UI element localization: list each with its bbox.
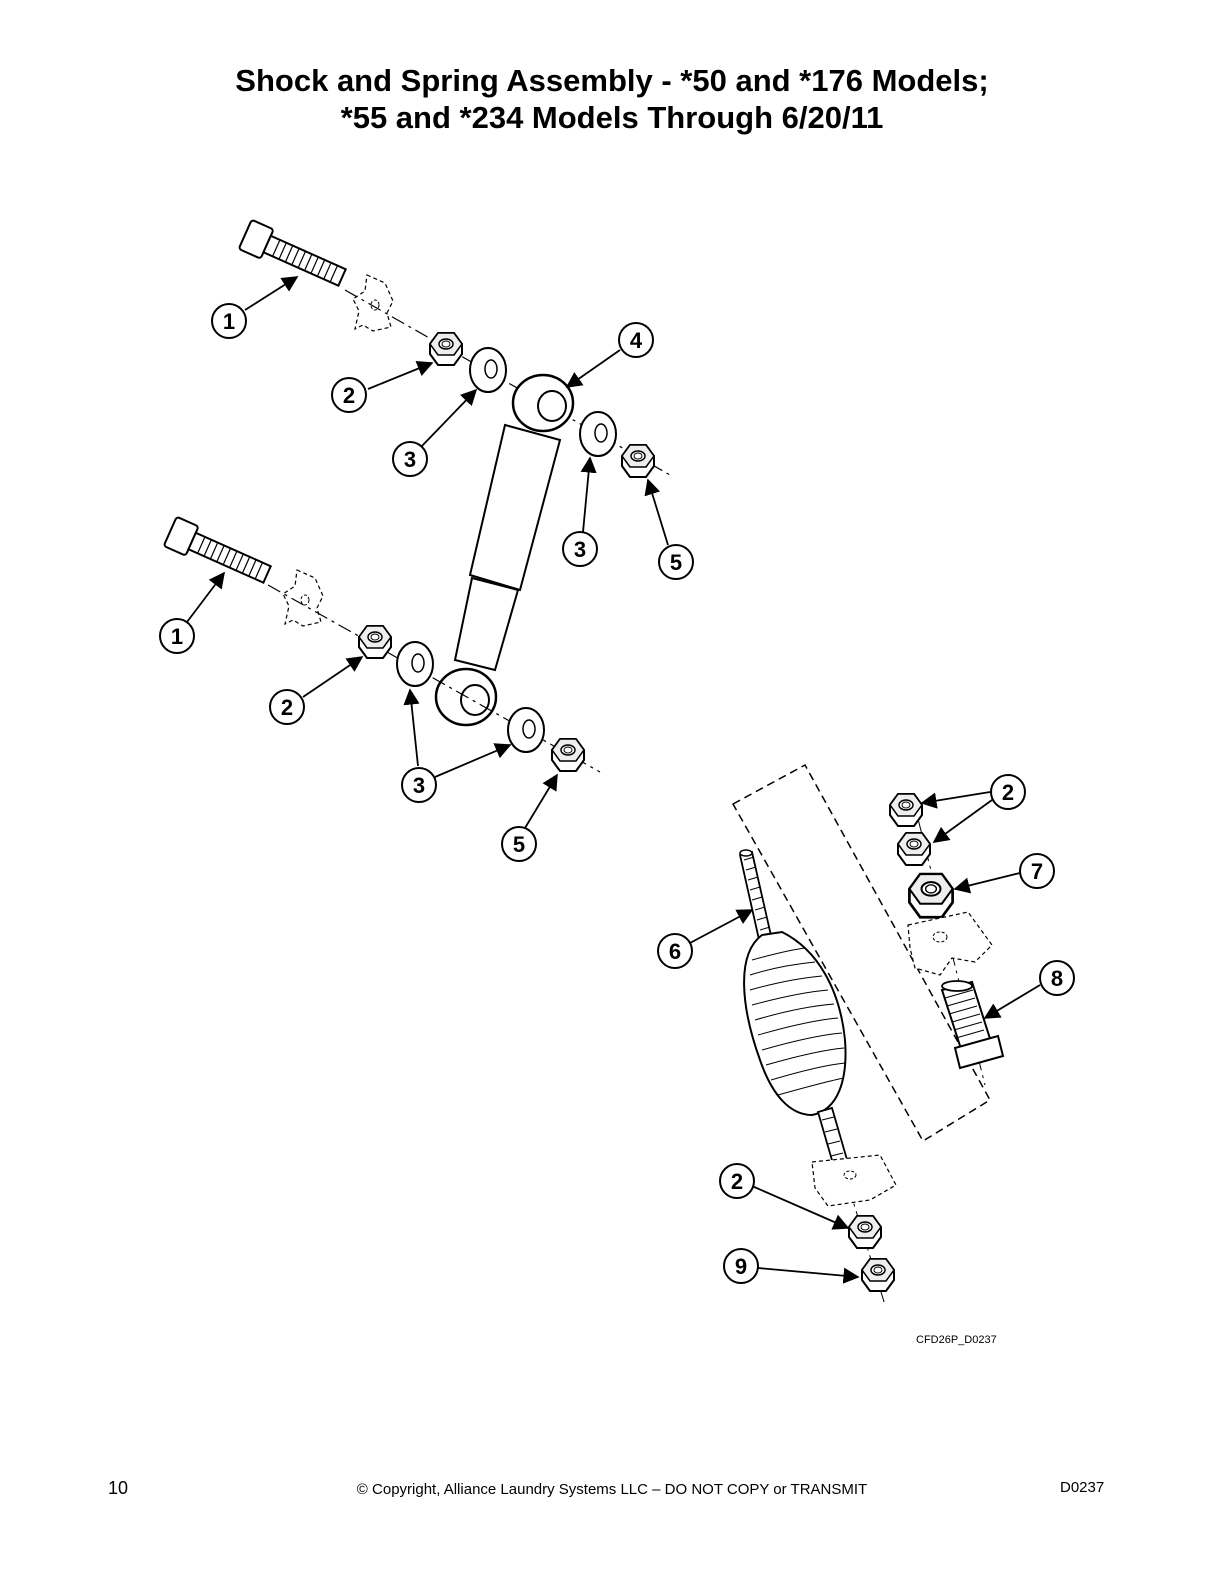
spring-group-outline (731, 763, 992, 1143)
callout-3-upper-left: 3 (392, 441, 428, 477)
spring-large-nut-icon (908, 872, 954, 919)
callout-7: 7 (1019, 853, 1055, 889)
callout-label: 7 (1031, 859, 1043, 884)
upper-washer-left-icon (469, 347, 507, 393)
callout-5-upper: 5 (658, 544, 694, 580)
callout-label: 3 (574, 537, 586, 562)
callout-label: 1 (171, 624, 183, 649)
page-number: 10 (108, 1478, 129, 1498)
spring-rod-icon (738, 849, 852, 1176)
callout-9: 9 (723, 1248, 759, 1284)
spring-top-nut-1-icon (889, 793, 923, 827)
callout-6: 6 (657, 933, 693, 969)
callout-2-upper: 2 (331, 377, 367, 413)
callout-2-lower: 2 (269, 689, 305, 725)
upper-mounting-bracket-icon (352, 274, 394, 332)
upper-nut-left-icon (429, 332, 463, 366)
spring-bottom-nut-icon (848, 1215, 882, 1249)
spring-top-bracket-icon (907, 911, 993, 976)
upper-bolt-icon (238, 219, 348, 287)
lower-washer-right-icon (507, 707, 545, 753)
spring-top-nut-2-icon (897, 832, 931, 866)
lower-nut-right-icon (551, 738, 585, 772)
lower-mounting-bracket-icon (282, 569, 324, 627)
callout-2-spring-top: 2 (990, 774, 1026, 810)
callout-label: 5 (670, 550, 682, 575)
lower-axis-line (267, 584, 601, 773)
spring-bottom-bracket-icon (811, 1154, 897, 1207)
callout-3-lower: 3 (401, 767, 437, 803)
callout-8: 8 (1039, 960, 1075, 996)
shock-absorber-icon (434, 373, 575, 727)
upper-axis-line (344, 289, 671, 476)
title-line-2: *55 and *234 Models Through 6/20/11 (340, 100, 884, 135)
document-code: D0237 (1060, 1479, 1105, 1496)
spring-jam-nut-icon (861, 1258, 895, 1292)
callout-1-lower: 1 (159, 618, 195, 654)
callout-label: 3 (413, 773, 425, 798)
callout-3-upper-right: 3 (562, 531, 598, 567)
callout-label: 2 (281, 695, 293, 720)
callout-label: 8 (1051, 966, 1063, 991)
upper-washer-right-icon (579, 411, 617, 457)
leader-arrows (186, 276, 1041, 1284)
callout-label: 4 (630, 328, 643, 353)
drawing-id: CFD26P_D0237 (916, 1334, 997, 1346)
callout-4: 4 (618, 322, 654, 358)
callout-5-lower: 5 (501, 826, 537, 862)
callout-label: 3 (404, 447, 416, 472)
callout-label: 2 (343, 383, 355, 408)
callout-label: 2 (1002, 780, 1014, 805)
callout-label: 1 (223, 309, 235, 334)
callout-1-upper: 1 (211, 303, 247, 339)
callout-label: 2 (731, 1169, 743, 1194)
callout-label: 6 (669, 939, 681, 964)
upper-nut-right-icon (621, 444, 655, 478)
copyright-notice: © Copyright, Alliance Laundry Systems LL… (356, 1481, 868, 1498)
callout-2-spring-bottom: 2 (719, 1163, 755, 1199)
callout-label: 9 (735, 1254, 747, 1279)
page-title: Shock and Spring Assembly - *50 and *176… (0, 62, 1224, 136)
title-line-1: Shock and Spring Assembly - *50 and *176… (235, 63, 989, 98)
lower-bolt-icon (163, 516, 273, 584)
spring-stud-icon (940, 980, 1005, 1070)
callout-label: 5 (513, 832, 525, 857)
lower-washer-left-icon (396, 641, 434, 687)
lower-nut-left-icon (358, 625, 392, 659)
